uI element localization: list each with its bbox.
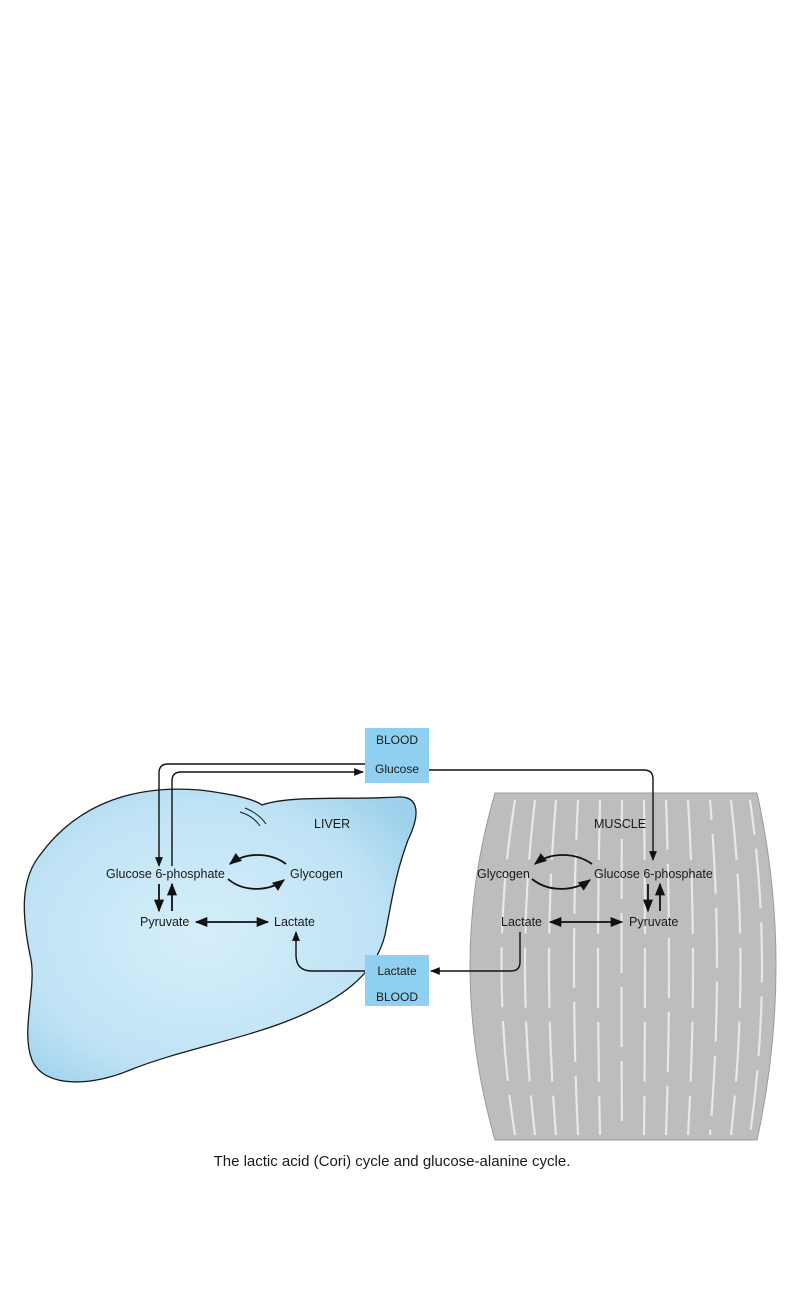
arrow-liver-g6p-to-blood-glucose bbox=[171, 768, 364, 866]
arrow-blood-glucose-to-muscle-g6p bbox=[429, 769, 657, 861]
muscle-glucose-6-phosphate: Glucose 6-phosphate bbox=[594, 867, 713, 881]
liver-title: LIVER bbox=[314, 817, 350, 831]
arrow-liver-g6p-to-glycogen bbox=[227, 878, 286, 891]
muscle-glycogen: Glycogen bbox=[477, 867, 530, 881]
liver-lactate: Lactate bbox=[274, 915, 315, 929]
liver-pyruvate: Pyruvate bbox=[140, 915, 189, 929]
arrow-muscle-lactate-to-blood bbox=[430, 932, 521, 975]
muscle-title: MUSCLE bbox=[594, 817, 646, 831]
arrow-liver-glycogen-to-g6p bbox=[229, 852, 287, 865]
liver-notch bbox=[239, 811, 261, 827]
arrow-blood-glucose-to-liver-g6p bbox=[155, 763, 365, 867]
muscle-shape bbox=[469, 792, 777, 1141]
arrow-muscle-g6p-to-glycogen bbox=[534, 852, 593, 865]
muscle-pyruvate: Pyruvate bbox=[629, 915, 678, 929]
blood-bottom-title: BLOOD bbox=[376, 990, 418, 1004]
figure-caption: The lactic acid (Cori) cycle and glucose… bbox=[214, 1153, 571, 1170]
blood-bottom-lactate: Lactate bbox=[377, 964, 417, 978]
blood-box-bottom: Lactate BLOOD bbox=[365, 955, 429, 1006]
liver-shape bbox=[23, 788, 417, 1083]
muscle-fibers bbox=[500, 799, 764, 1136]
liver-notch bbox=[244, 807, 267, 825]
blood-top-glucose: Glucose bbox=[375, 762, 419, 776]
blood-box-top: BLOOD Glucose bbox=[365, 728, 429, 783]
liver-organ bbox=[23, 788, 417, 1083]
muscle-lactate: Lactate bbox=[501, 915, 542, 929]
liver-glucose-6-phosphate: Glucose 6-phosphate bbox=[106, 867, 225, 881]
arrow-blood-lactate-to-liver-lactate bbox=[292, 931, 365, 972]
blood-top-title: BLOOD bbox=[376, 733, 418, 747]
muscle-tissue bbox=[469, 792, 777, 1141]
liver-glycogen: Glycogen bbox=[290, 867, 343, 881]
arrow-muscle-glycogen-to-g6p bbox=[531, 878, 592, 891]
